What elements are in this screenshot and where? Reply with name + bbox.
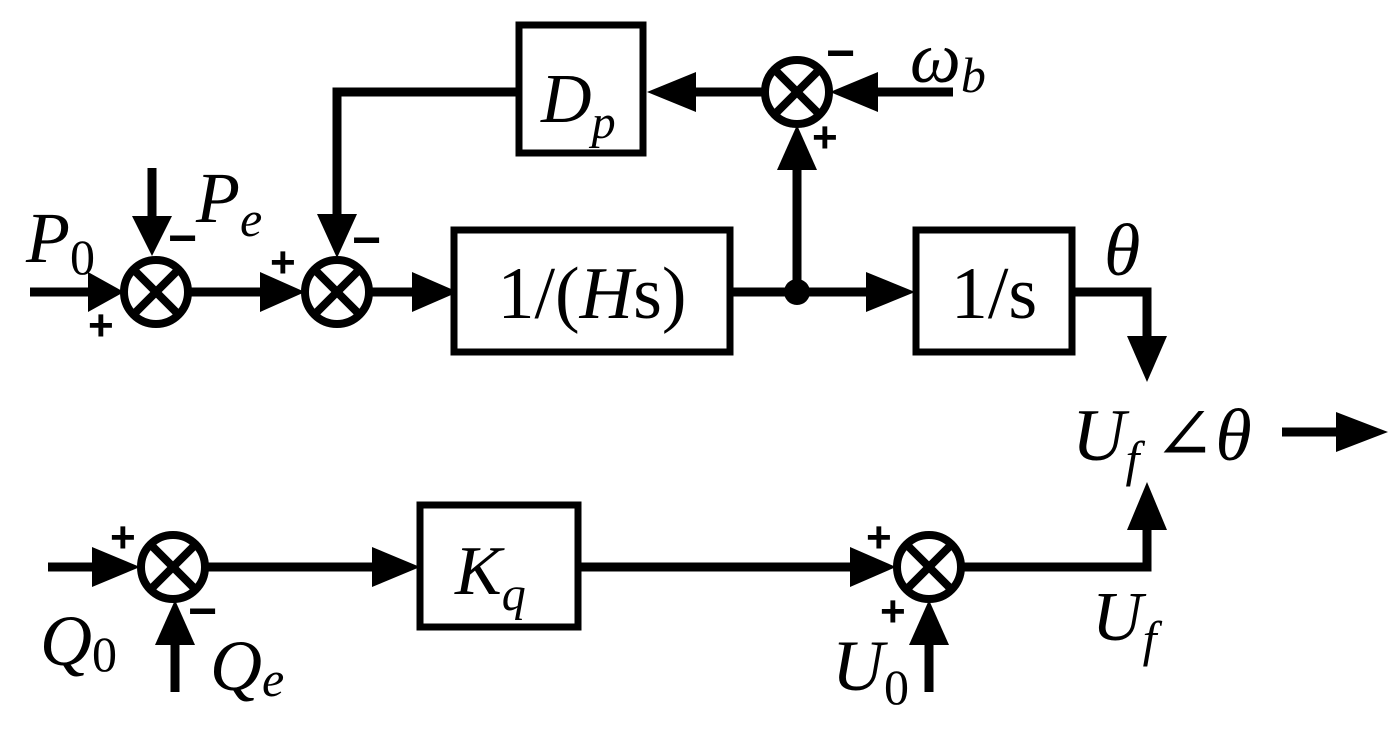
arrowhead-kq-in [372, 547, 420, 587]
label-theta: θ [1104, 210, 1140, 292]
arrowhead-u0 [909, 600, 949, 645]
arrowhead-p0 [88, 272, 124, 312]
label-qe: Qe [210, 626, 284, 707]
arrowhead-sum3-plus [777, 125, 817, 170]
sign-sum3-minus: − [826, 25, 855, 81]
kq-sub: q [502, 568, 526, 621]
label-u0: U0 [832, 626, 909, 715]
label-omega-b: ωb [910, 18, 986, 103]
arrowhead-integrator-in [866, 272, 915, 312]
arrowhead-pe [132, 216, 172, 256]
block-reactive-gain: Kq [416, 501, 582, 631]
wire-dp-feedback [332, 87, 518, 220]
wire-uf-out [962, 526, 1152, 572]
label-output: Uf∠θ [1072, 395, 1252, 487]
kq-main: K [454, 533, 505, 610]
sign-sum1-minus: − [168, 210, 197, 266]
arrowhead-sum5-in [850, 547, 896, 587]
arrowhead-q0 [92, 547, 140, 587]
arrowhead-theta-down [1127, 336, 1167, 382]
arrowhead-qe [155, 600, 195, 645]
arrowheads [88, 72, 1388, 645]
label-p0: P0 [25, 198, 95, 285]
summing-junction-2 [301, 256, 373, 328]
integrator-label: 1/s [951, 253, 1037, 335]
summing-junction-5 [893, 531, 965, 603]
arrowhead-sum2-in [260, 272, 305, 312]
inertia-post: s) [633, 253, 686, 335]
wires [30, 87, 1340, 692]
svg-text:1/(Hs): 1/(Hs) [497, 253, 686, 335]
sign-sum1-plus: + [88, 301, 114, 350]
sign-sum2-minus: − [352, 212, 381, 268]
arrowhead-sum3-minus [830, 72, 878, 112]
summing-junction-3 [761, 56, 833, 128]
arrowhead-output [1336, 412, 1388, 452]
damping-main: D [540, 61, 592, 138]
block-damping: Dp [515, 21, 647, 157]
arrowhead-uf-up [1127, 482, 1167, 530]
summing-junction-1 [120, 256, 192, 328]
label-pe: Pe [195, 158, 262, 247]
sign-sum5-plus-left: + [866, 513, 892, 562]
arrowhead-feedback [317, 214, 357, 258]
inertia-pre: 1/( [497, 253, 579, 335]
svg-text:Dp: Dp [540, 61, 616, 149]
damping-sub: p [589, 96, 616, 149]
sign-sum3-plus: + [812, 113, 838, 162]
block-inertia: 1/(Hs) [450, 226, 734, 356]
wire-theta-out [1074, 287, 1152, 340]
arrowhead-inertia-in [412, 272, 458, 312]
label-uf: Uf [1092, 579, 1163, 667]
svg-text:Kq: Kq [454, 533, 526, 621]
sign-sum2-plus: + [270, 238, 296, 287]
junction-dot [784, 279, 810, 305]
inertia-var: H [579, 253, 637, 335]
summing-junction-4 [137, 531, 209, 603]
label-q0: Q0 [40, 601, 117, 682]
sign-sum4-minus: − [188, 583, 217, 639]
signs: + − + − − + + − + + [88, 25, 906, 639]
block-integrator: 1/s [912, 226, 1076, 356]
sign-sum5-plus-bottom: + [880, 587, 906, 636]
sign-sum4-plus: + [110, 513, 136, 562]
arrowhead-dp-in [647, 72, 696, 112]
